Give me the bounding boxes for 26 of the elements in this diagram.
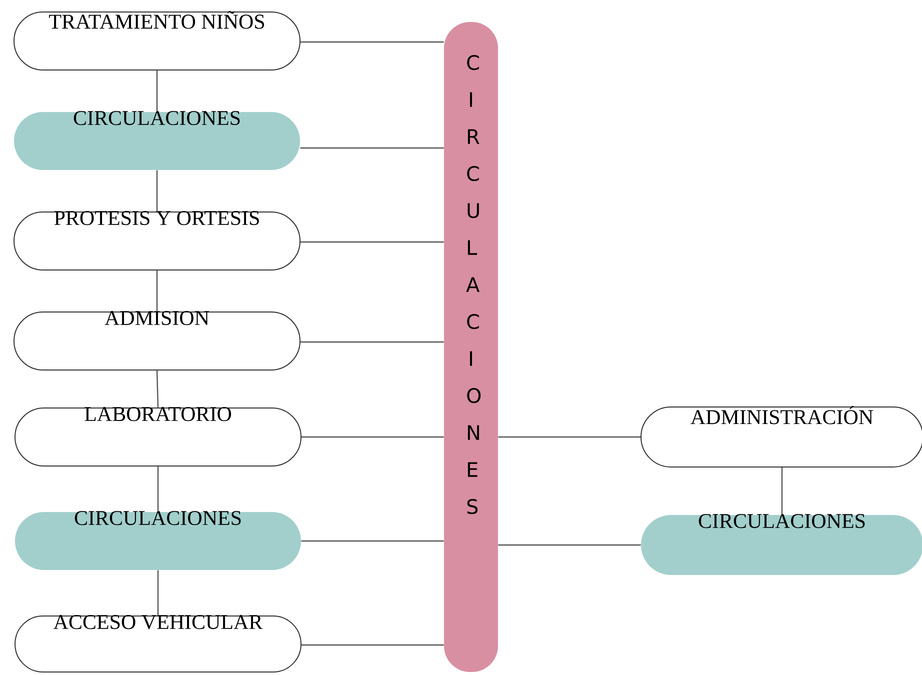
connector-line — [300, 147, 444, 149]
area-box: TRATAMIENTO NIÑOS — [14, 11, 300, 70]
connector-line — [302, 436, 444, 438]
circulation-box: CIRCULACIONES — [15, 511, 301, 570]
connector-line — [300, 341, 444, 343]
connector-line — [156, 270, 158, 312]
connector-line — [498, 544, 641, 546]
connector-line — [156, 170, 158, 212]
area-box: ACCESO VEHICULAR — [14, 614, 302, 672]
connector-line — [300, 41, 444, 43]
connector-line — [781, 468, 783, 515]
area-box: ADMINISTRACIÓN — [640, 406, 922, 468]
circulation-box: CIRCULACIONES — [641, 514, 922, 575]
connector-line — [301, 540, 444, 542]
connector-line — [302, 644, 444, 646]
circulation-bar: CIRCULACIONES — [444, 22, 498, 672]
connector-line — [156, 370, 159, 408]
area-box: PROTESIS Y ORTESIS — [14, 211, 300, 270]
area-box: ADMISION — [14, 311, 300, 370]
connector-line — [300, 241, 444, 243]
area-box: LABORATORIO — [14, 407, 302, 466]
connector-line — [157, 570, 159, 616]
connector-line — [498, 436, 640, 438]
circulation-box: CIRCULACIONES — [14, 111, 300, 170]
connector-line — [157, 466, 159, 512]
connector-line — [156, 70, 158, 112]
